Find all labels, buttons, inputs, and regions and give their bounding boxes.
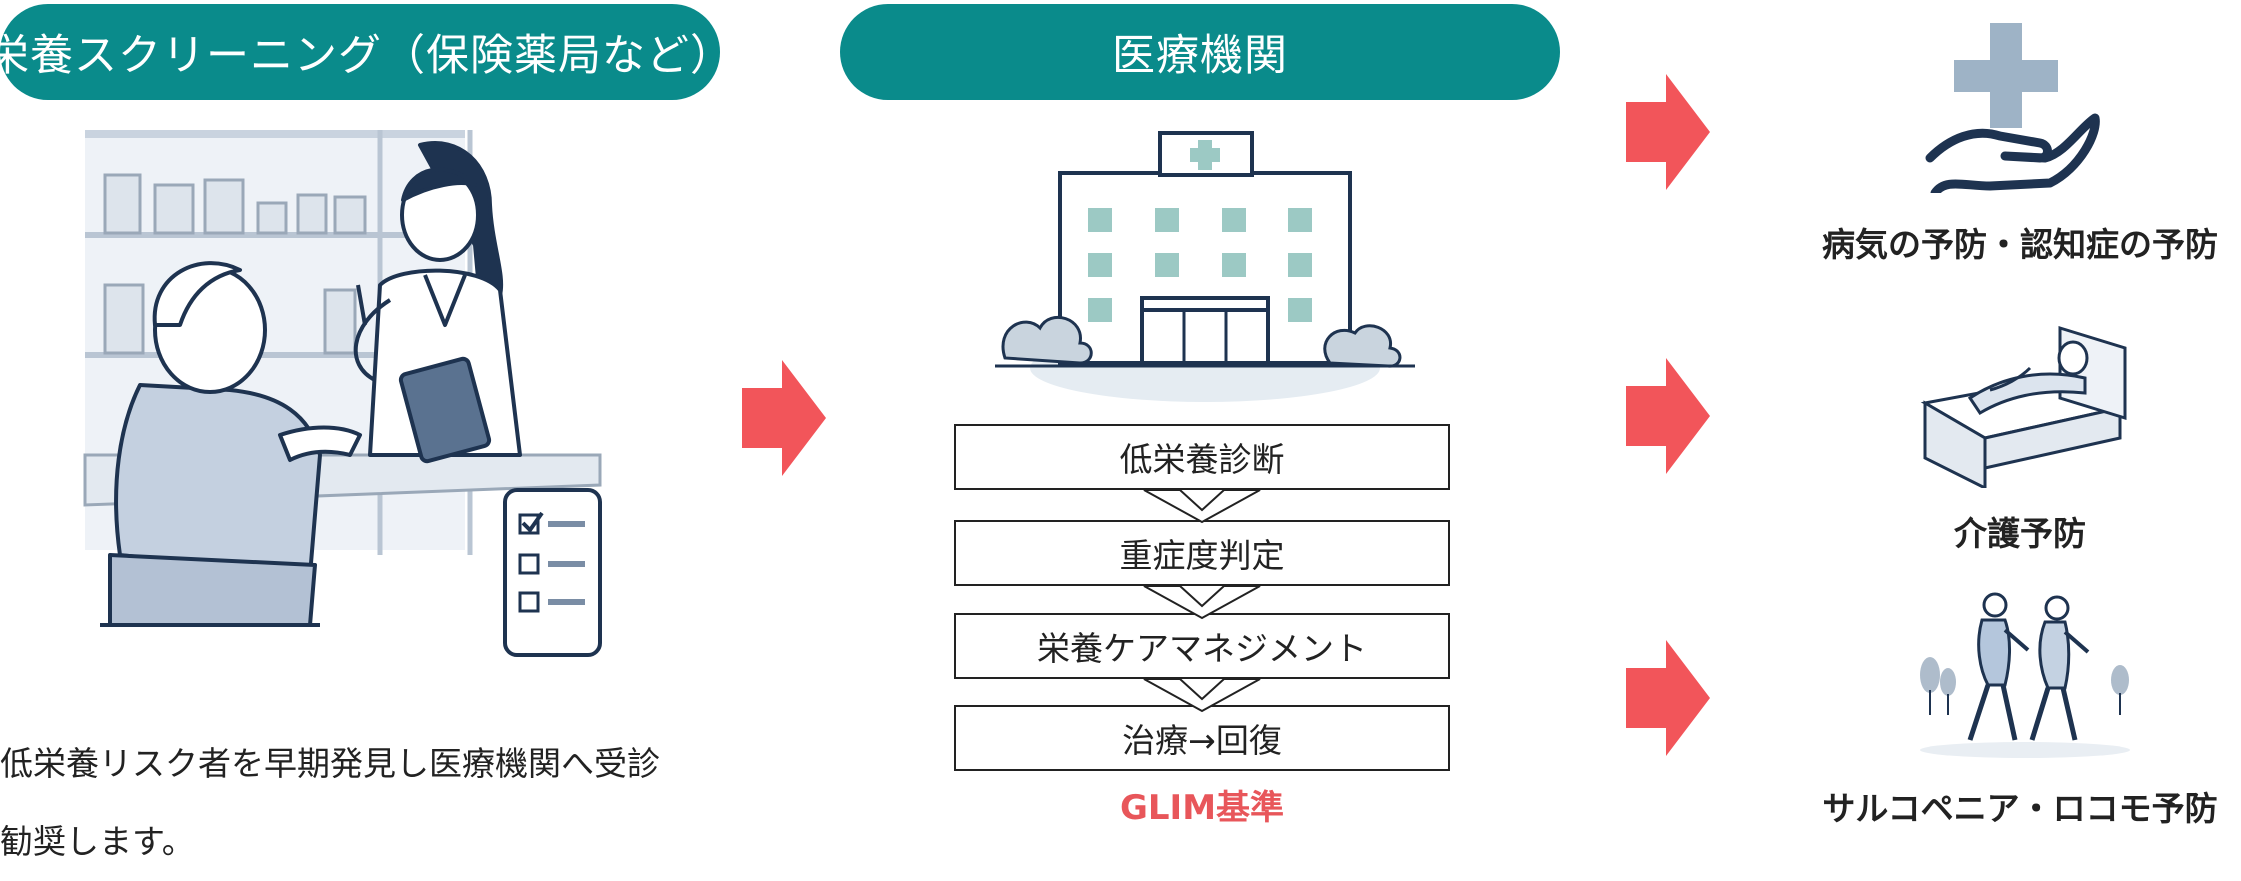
arrow-right-icon [742, 360, 826, 476]
flow-step-diagnosis: 低栄養診断 [954, 424, 1450, 490]
flow-step-care-management: 栄養ケアマネジメント [954, 613, 1450, 679]
flow-step-severity: 重症度判定 [954, 520, 1450, 586]
checklist-tablet-icon [503, 488, 602, 657]
screening-description: 低栄養リスク者を早期発見し医療機関へ受診 勧奨します。 [0, 725, 760, 881]
flow-step-label: 低栄養診断 [1119, 440, 1285, 479]
arrow-right-icon [1626, 640, 1710, 756]
medical-institution-header-text: 医療機関 [1112, 31, 1288, 81]
screening-header: 栄養スクリーニング（保険薬局など） [0, 4, 733, 100]
hand-medical-cross-icon [1925, 23, 2100, 193]
description-line-2: 勧奨します。 [0, 822, 195, 861]
outcome-label-disease-prevention: 病気の予防・認知症の予防 [1822, 225, 2218, 264]
medical-institution-header: 医療機関 [840, 4, 1560, 100]
bed-patient-icon [1920, 325, 2127, 488]
pharmacy-consultation-illustration [83, 130, 602, 657]
outcome-label-care-prevention: 介護予防 [1954, 514, 2086, 553]
arrow-right-icon [1626, 74, 1710, 190]
description-line-1: 低栄養リスク者を早期発見し医療機関へ受診 [0, 744, 660, 783]
arrow-right-icon [1626, 358, 1710, 474]
glim-standard-label: GLIM基準 [1119, 788, 1285, 828]
flow-chevron-down-icon [1143, 678, 1261, 713]
flow-step-label: 栄養ケアマネジメント [1037, 629, 1367, 668]
flow-step-label: 治療→回復 [1122, 721, 1282, 760]
flow-chevron-down-icon [1143, 585, 1261, 620]
outcome-label-sarcopenia-prevention: サルコペニア・ロコモ予防 [1822, 789, 2218, 828]
flow-step-treatment: 治療→回復 [954, 705, 1450, 771]
hospital-building-icon [995, 131, 1415, 402]
flow-chevron-down-icon [1143, 489, 1261, 524]
screening-header-text: 栄養スクリーニング（保険薬局など） [0, 31, 734, 81]
flow-step-label: 重症度判定 [1119, 536, 1285, 575]
walking-seniors-icon [1920, 592, 2130, 758]
